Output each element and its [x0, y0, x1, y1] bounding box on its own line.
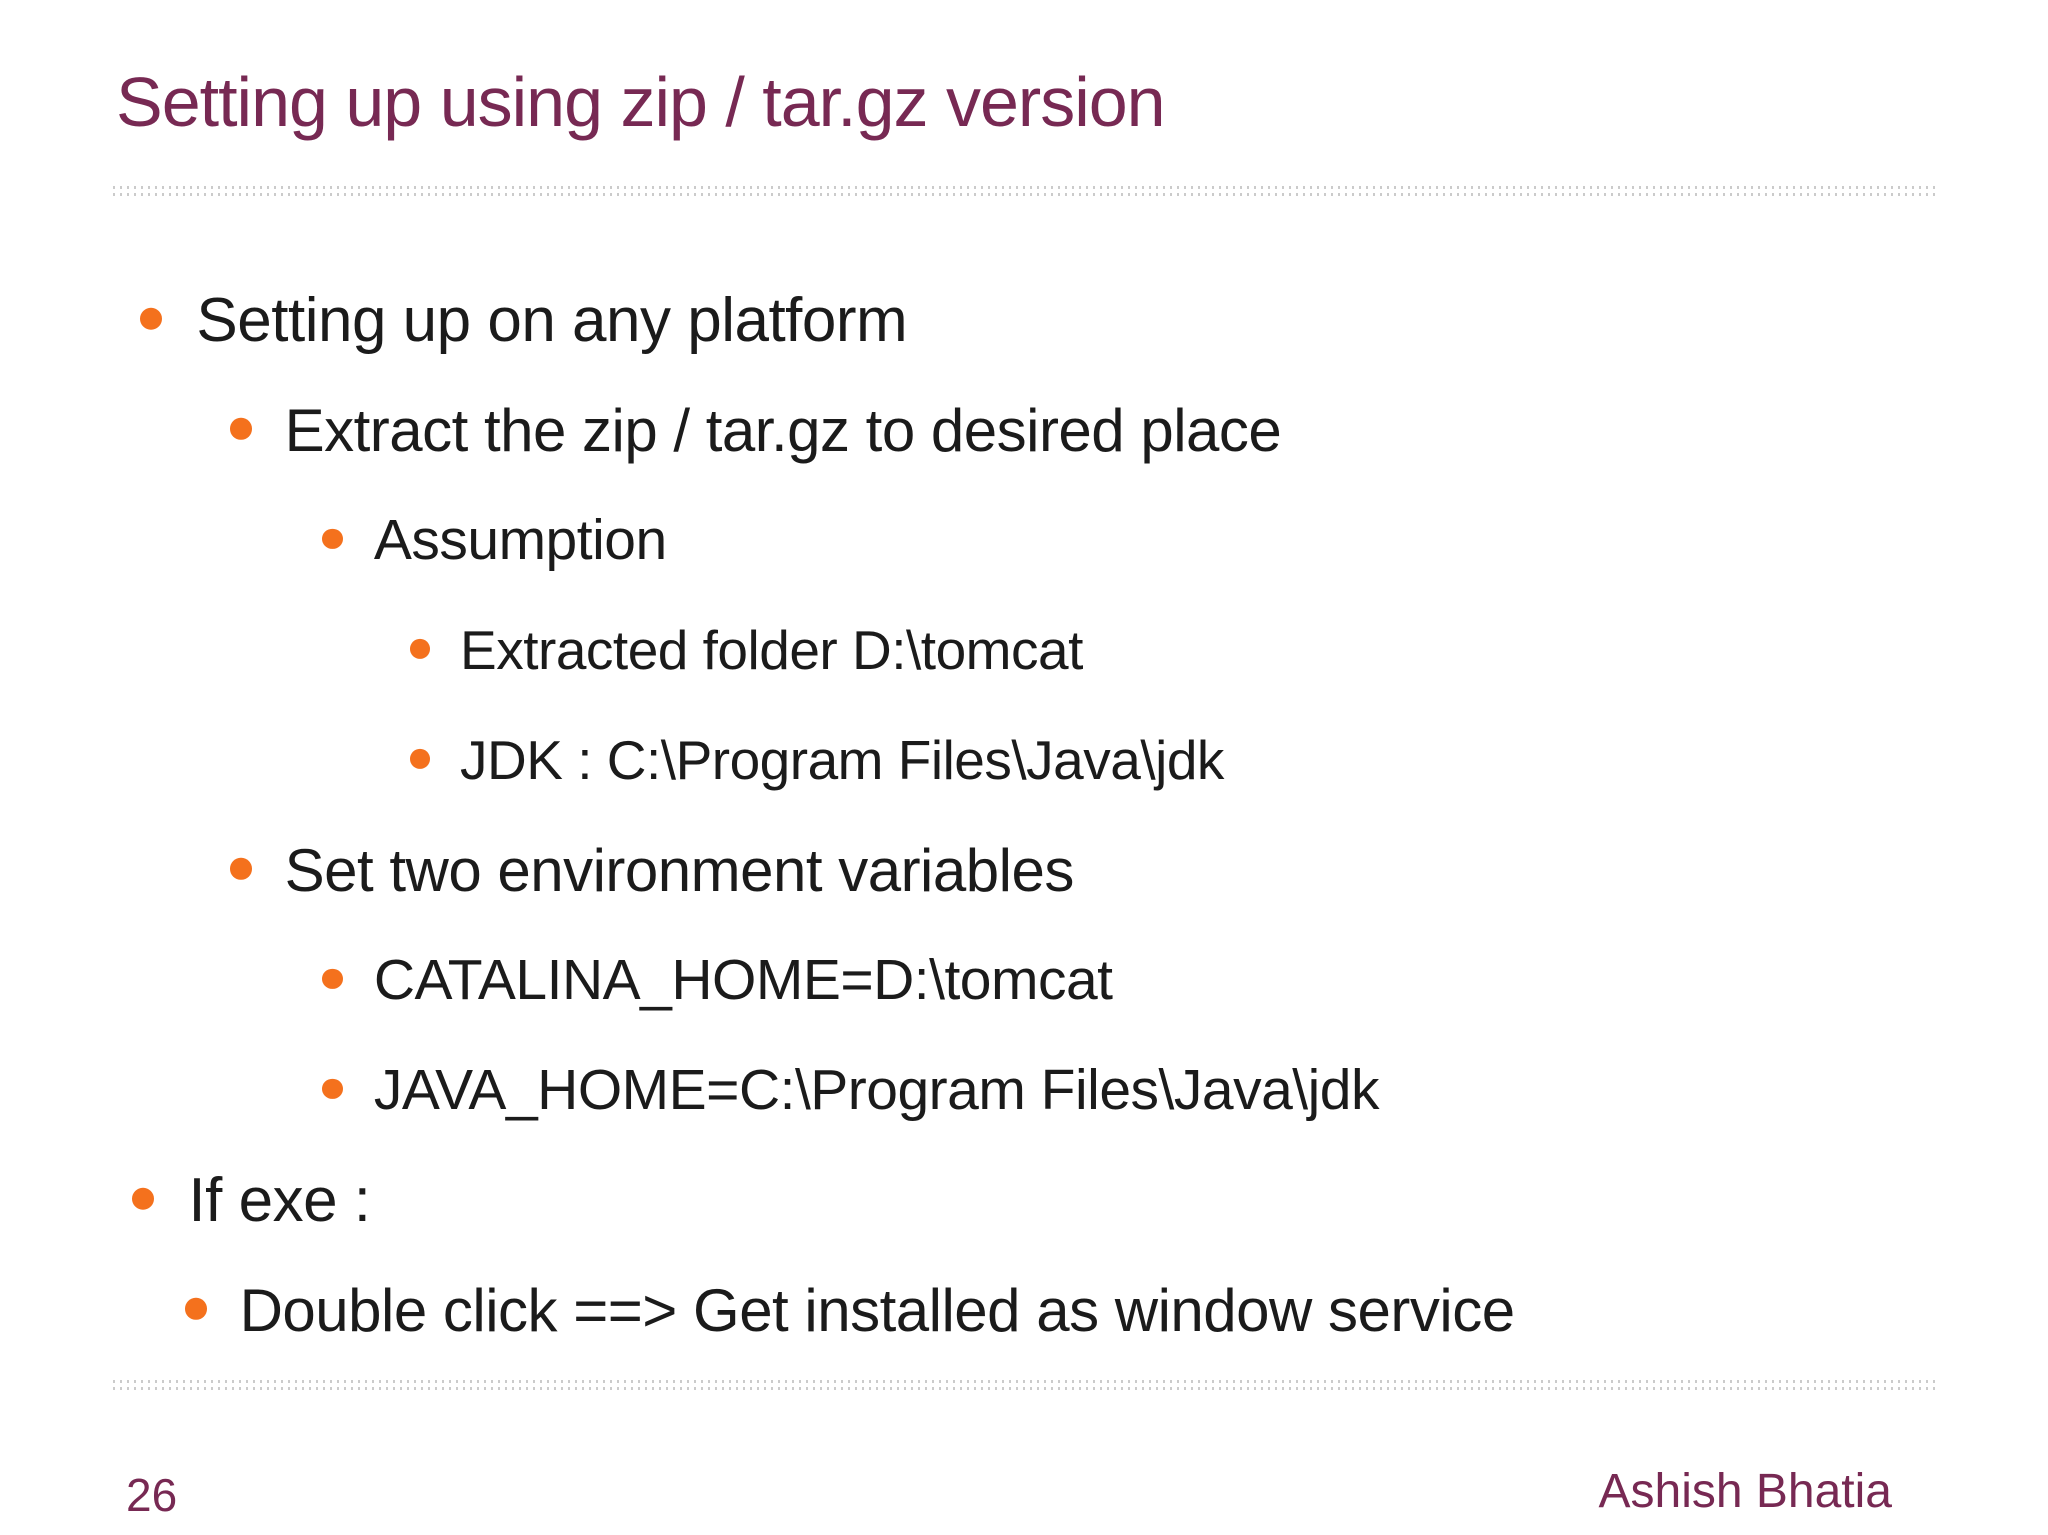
bullet-icon — [230, 858, 252, 880]
slide-body: Setting up on any platform Extract the z… — [0, 265, 2048, 1365]
list-item: If exe : — [0, 1145, 2048, 1255]
author-name: Ashish Bhatia — [1598, 1465, 1892, 1518]
list-item-text: Double click ==> Get installed as window… — [239, 1276, 1515, 1344]
bullet-icon — [132, 1187, 155, 1210]
title-separator — [113, 186, 1935, 196]
list-item-text: Extract the zip / tar.gz to desired plac… — [284, 396, 1282, 464]
bullet-icon — [410, 638, 430, 659]
bullet-icon — [185, 1298, 207, 1320]
list-item: Extracted folder D:\tomcat — [0, 595, 2048, 705]
bullet-icon — [410, 748, 430, 769]
list-item: Double click ==> Get installed as window… — [0, 1255, 2048, 1365]
list-item-text: Extracted folder D:\tomcat — [460, 619, 1083, 681]
bullet-icon — [322, 528, 343, 550]
list-item-text: JDK : C:\Program Files\Java\jdk — [460, 729, 1224, 791]
list-item: Extract the zip / tar.gz to desired plac… — [0, 375, 2048, 485]
list-item: Setting up on any platform — [0, 265, 2048, 375]
list-item-text: JAVA_HOME=C:\Program Files\Java\jdk — [373, 1058, 1380, 1122]
bullet-icon — [322, 968, 343, 990]
bullet-icon — [140, 307, 163, 330]
list-item: Assumption — [0, 485, 2048, 595]
page-number: 26 — [126, 1469, 178, 1521]
list-item: JAVA_HOME=C:\Program Files\Java\jdk — [0, 1035, 2048, 1145]
list-item-text: Set two environment variables — [284, 836, 1075, 904]
list-item: JDK : C:\Program Files\Java\jdk — [0, 705, 2048, 815]
list-item-text: Assumption — [373, 508, 667, 572]
list-item: CATALINA_HOME=D:\tomcat — [0, 925, 2048, 1035]
bullet-icon — [230, 418, 252, 440]
bullet-icon — [322, 1078, 343, 1100]
list-item-text: CATALINA_HOME=D:\tomcat — [373, 948, 1113, 1012]
list-item: Set two environment variables — [0, 815, 2048, 925]
list-item-text: Setting up on any platform — [196, 285, 908, 355]
list-item-text: If exe : — [188, 1165, 371, 1235]
slide-title: Setting up using zip / tar.gz version — [116, 63, 1166, 141]
footer-separator — [113, 1380, 1935, 1390]
